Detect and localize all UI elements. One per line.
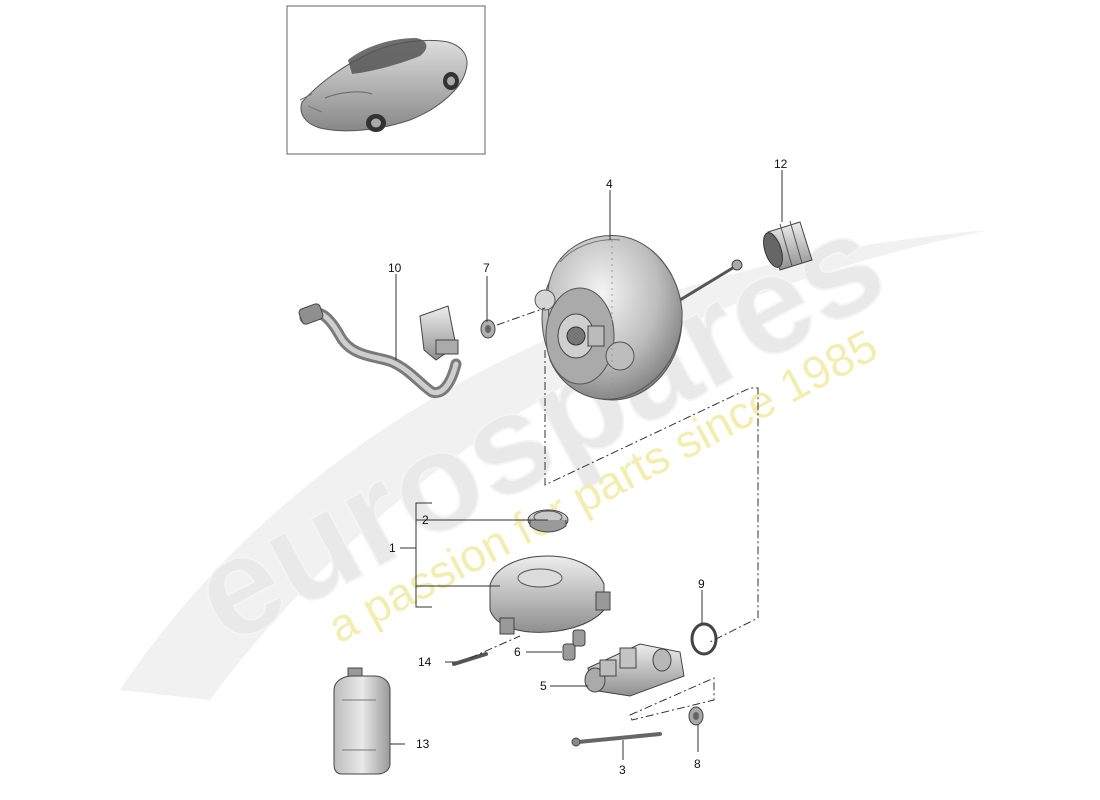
assembly-line	[496, 307, 546, 326]
callout-3: 3	[619, 763, 626, 777]
bellows-sleeve-part	[763, 220, 813, 271]
long-bolt-part	[571, 732, 662, 747]
reservoir-part	[489, 555, 611, 635]
brake-fluid-bottle-part	[333, 667, 391, 775]
assembly-line	[544, 350, 759, 643]
brake-booster-part	[534, 234, 743, 401]
assembly-line	[469, 635, 521, 659]
vehicle-thumbnail	[286, 5, 486, 155]
reservoir-cap-part	[527, 509, 569, 533]
assembly-lines	[469, 307, 759, 721]
callout-9: 9	[698, 577, 705, 591]
callout-1: 1	[389, 541, 396, 555]
callout-8: 8	[694, 757, 701, 771]
callout-12: 12	[774, 157, 788, 171]
leader-lines	[390, 170, 783, 760]
vacuum-hose-part	[298, 303, 462, 399]
callout-6: 6	[514, 645, 521, 659]
pin-part	[452, 652, 488, 666]
assembly-line	[629, 677, 715, 721]
grommet-part	[480, 319, 496, 339]
plug-grommet-parts	[562, 629, 586, 661]
sports-car-icon	[299, 38, 468, 132]
watermark-swoosh	[120, 230, 990, 700]
callout-14: 14	[418, 655, 432, 669]
callouts: 1 2 3 4 5 6 7 8 9 10 12 13 14	[388, 157, 788, 777]
o-ring-part	[690, 622, 718, 656]
callout-4: 4	[606, 177, 613, 191]
callout-13: 13	[416, 737, 430, 751]
master-cylinder-part	[584, 643, 685, 697]
callout-5: 5	[540, 679, 547, 693]
group-bracket	[400, 502, 548, 608]
callout-2: 2	[422, 513, 429, 527]
washer-nut-part	[688, 706, 704, 726]
callout-10: 10	[388, 261, 402, 275]
callout-7: 7	[483, 261, 490, 275]
